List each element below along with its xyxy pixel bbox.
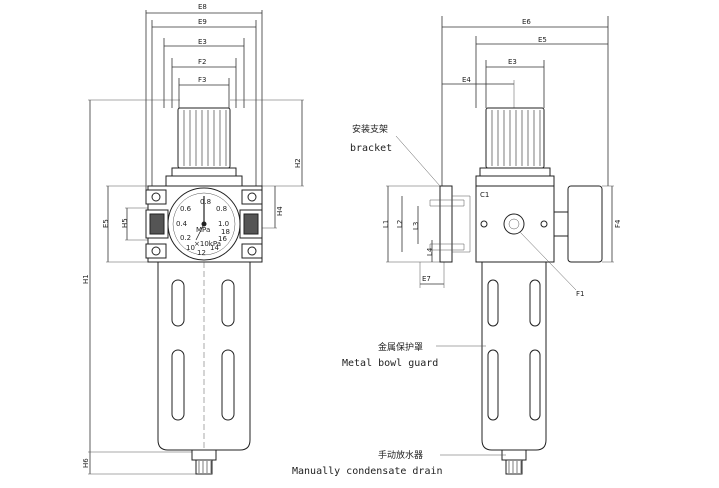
dim-L1: L1 bbox=[382, 220, 390, 228]
dim-H2: H2 bbox=[294, 158, 302, 168]
gauge-unit-mpa: MPa bbox=[196, 226, 210, 234]
dim-L2: L2 bbox=[396, 220, 404, 228]
callout-drain-en: Manually condensate drain bbox=[292, 466, 443, 477]
dim-H5: H5 bbox=[121, 218, 129, 228]
gauge-tick-18: 18 bbox=[221, 228, 230, 236]
front-view: E8 E9 E3 F2 F3 H1 bbox=[82, 3, 304, 475]
filter-bowl bbox=[157, 261, 251, 451]
side-view: E6 E5 E3 E4 L1 L2 L3 bbox=[292, 16, 622, 477]
dim-F4: F4 bbox=[614, 219, 622, 228]
front-top-dimensions: E8 E9 E3 F2 F3 bbox=[145, 3, 263, 190]
gauge-tick-16: 16 bbox=[218, 235, 227, 243]
dim-E7: E7 bbox=[422, 275, 431, 283]
side-top-dimensions: E6 E5 E3 E4 bbox=[441, 16, 609, 186]
dim-E9: E9 bbox=[198, 18, 207, 26]
dim-F1: F1 bbox=[576, 290, 584, 298]
callouts: 安装支架 bracket 金属保护罩 Metal bowl guard 手动放水… bbox=[292, 123, 506, 477]
pressure-gauge: 0.8 0.2 0.4 0.6 0.8 1.0 10 12 14 16 18 M… bbox=[167, 187, 241, 261]
dim-H6: H6 bbox=[82, 458, 90, 468]
dim-side-E5: E5 bbox=[538, 36, 547, 44]
dim-F3: F3 bbox=[198, 76, 206, 84]
dim-E6: E6 bbox=[522, 18, 531, 26]
dim-side-E3: E3 bbox=[508, 58, 517, 66]
gauge-tick-0.4: 0.4 bbox=[176, 220, 188, 228]
gauge-tick-0.2: 0.2 bbox=[180, 234, 191, 242]
regulator-knob bbox=[165, 107, 243, 187]
dim-L4: L4 bbox=[426, 247, 434, 256]
side-manual-drain bbox=[501, 449, 527, 475]
side-filter-bowl bbox=[481, 261, 547, 451]
mounting-bracket bbox=[429, 185, 471, 263]
callout-guard-cn: 金属保护罩 bbox=[378, 341, 423, 353]
callout-bracket-en: bracket bbox=[350, 143, 392, 154]
gauge-tick-0.6: 0.6 bbox=[180, 205, 192, 213]
dim-F2: F2 bbox=[198, 58, 206, 66]
dim-E5: E5 bbox=[102, 219, 110, 228]
gauge-tick-0.8: 0.8 bbox=[216, 205, 227, 213]
gauge-tick-12: 12 bbox=[197, 249, 206, 257]
gauge-tick-10: 10 bbox=[186, 244, 195, 252]
dim-L3: L3 bbox=[412, 222, 420, 230]
side-regulator-knob bbox=[475, 107, 555, 187]
gauge-tick-1.0: 1.0 bbox=[218, 220, 229, 228]
callout-guard-en: Metal bowl guard bbox=[342, 358, 438, 369]
gauge-unit-kpa: ×10kPa bbox=[194, 240, 221, 248]
dim-H4: H4 bbox=[276, 206, 284, 216]
side-regulator-body: C1 F4 bbox=[475, 185, 622, 263]
dim-E8: E8 bbox=[198, 3, 207, 11]
dim-E4: E4 bbox=[462, 76, 471, 84]
callout-drain-cn: 手动放水器 bbox=[378, 449, 423, 461]
gauge-tick-14: 14 bbox=[210, 244, 219, 252]
dim-H1: H1 bbox=[82, 274, 90, 284]
dim-C1: C1 bbox=[480, 191, 489, 199]
leader-F1: F1 bbox=[519, 231, 584, 298]
manual-drain bbox=[191, 449, 217, 475]
callout-bracket-cn: 安装支架 bbox=[352, 123, 388, 135]
front-side-dimensions: H1 H6 E5 H5 H2 H4 bbox=[82, 99, 304, 475]
dim-E3: E3 bbox=[198, 38, 207, 46]
gauge-top-tick: 0.8 bbox=[200, 198, 211, 206]
